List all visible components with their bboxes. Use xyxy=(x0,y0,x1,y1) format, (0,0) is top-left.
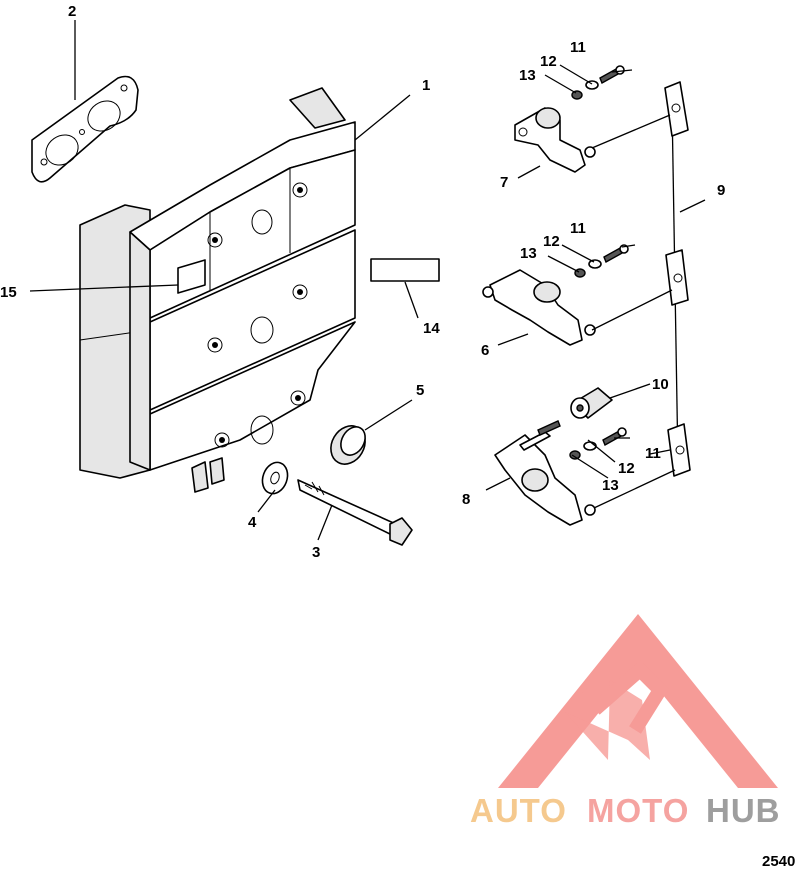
callout-2: 2 xyxy=(68,3,76,20)
part-lever-lower xyxy=(494,431,596,526)
part-washer xyxy=(261,461,289,495)
callout-11-lower: 11 xyxy=(645,445,661,462)
watermark-hub: HUB xyxy=(706,792,781,829)
part-lever-upper xyxy=(514,107,596,173)
callout-13-middle: 13 xyxy=(520,245,537,262)
callout-5: 5 xyxy=(416,382,424,399)
callout-13-upper: 13 xyxy=(519,67,536,84)
callout-6: 6 xyxy=(481,342,489,359)
watermark-logo xyxy=(498,614,778,788)
callout-11-middle: 11 xyxy=(570,220,586,237)
part-lever-middle xyxy=(482,269,596,346)
callout-8: 8 xyxy=(462,491,470,508)
callout-13-lower: 13 xyxy=(602,477,619,494)
part-bolt xyxy=(297,479,413,546)
callout-12-lower: 12 xyxy=(618,460,635,477)
callout-labels: 2 1 15 14 5 4 3 11 12 13 7 9 11 12 13 6 … xyxy=(0,3,725,561)
part-label xyxy=(370,258,440,282)
part-link-rod xyxy=(664,81,691,477)
part-spacer xyxy=(570,387,613,419)
leader-lines xyxy=(29,20,706,541)
watermark-auto: AUTO xyxy=(470,792,567,829)
callout-1: 1 xyxy=(422,77,430,94)
part-plug xyxy=(330,425,366,465)
callout-9: 9 xyxy=(717,182,725,199)
callout-11-upper: 11 xyxy=(570,39,586,56)
callout-12-middle: 12 xyxy=(543,233,560,250)
figure-number: 2540 xyxy=(762,853,795,870)
part-gasket xyxy=(31,75,139,183)
hardware-lower xyxy=(537,420,627,460)
watermark-text: AUTO MOTO HUB xyxy=(470,792,781,829)
callout-7: 7 xyxy=(500,174,508,191)
callout-12-upper: 12 xyxy=(540,53,557,70)
callout-10: 10 xyxy=(652,376,669,393)
watermark-moto: MOTO xyxy=(587,792,689,829)
part-module-cover xyxy=(79,87,356,493)
callout-14: 14 xyxy=(423,320,440,337)
callout-15: 15 xyxy=(0,284,17,301)
callout-3: 3 xyxy=(312,544,320,561)
hardware-middle xyxy=(574,244,629,278)
callout-4: 4 xyxy=(248,514,257,531)
